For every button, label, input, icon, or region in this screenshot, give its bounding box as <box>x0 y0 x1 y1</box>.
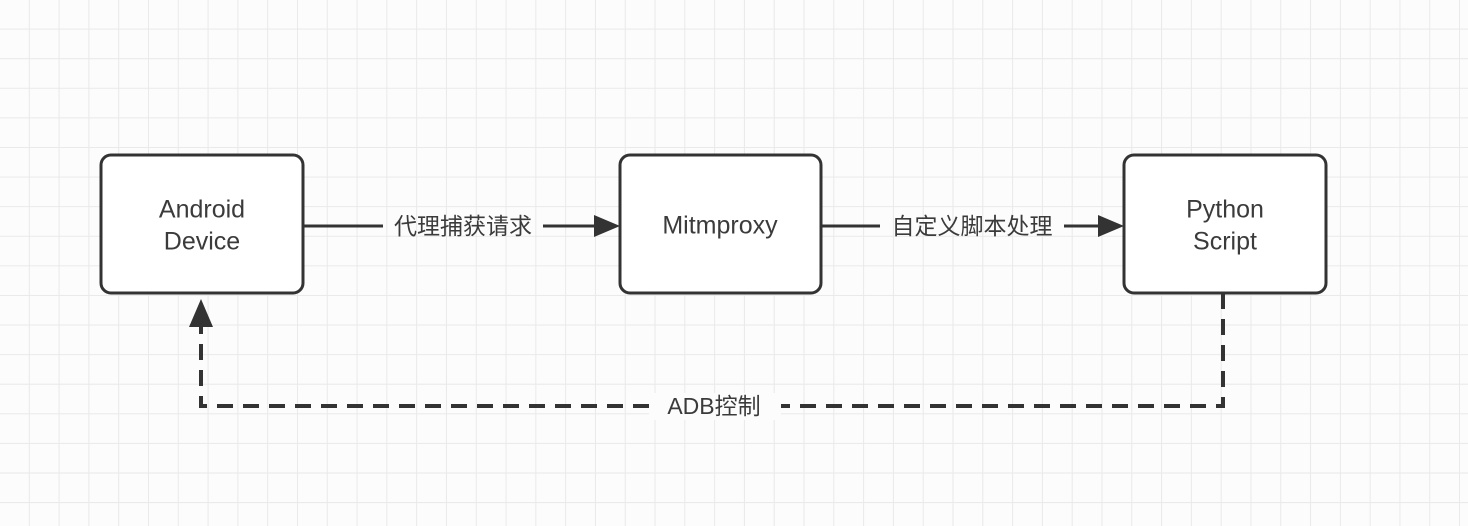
arrowhead-icon-to-android-device <box>189 299 213 327</box>
node-mitmproxy-label-line1: Mitmproxy <box>662 212 778 240</box>
node-android-device-label-line2: Device <box>164 228 240 256</box>
arrowhead-icon-to-mitmproxy <box>594 215 620 237</box>
node-python-script-shape[interactable] <box>1122 153 1328 295</box>
node-mitmproxy-shape[interactable] <box>618 153 823 295</box>
node-android-device-shape[interactable] <box>99 153 305 295</box>
node-android-device-label-line1: Android <box>159 196 245 224</box>
node-python-script-label-line1: Python <box>1186 196 1264 224</box>
node-mitmproxy[interactable]: Mitmproxy <box>618 153 823 295</box>
node-python-script[interactable]: Python Script <box>1122 153 1328 295</box>
edge-proxy-capture[interactable]: 代理捕获请求 <box>303 213 620 239</box>
edge-adb-control[interactable]: ADB控制 <box>189 293 1225 420</box>
edge-adb-control-path-left <box>199 327 649 408</box>
edge-adb-control-label-backdrop <box>649 393 781 420</box>
node-python-script-label-line2: Script <box>1193 228 1257 256</box>
node-android-device[interactable]: Android Device <box>99 153 305 295</box>
edge-proxy-capture-label: 代理捕获请求 <box>394 213 532 239</box>
arrowhead-icon-to-python-script <box>1098 215 1124 237</box>
edge-custom-script[interactable]: 自定义脚本处理 <box>821 213 1124 239</box>
edge-adb-control-label: ADB控制 <box>667 393 760 419</box>
edge-custom-script-label: 自定义脚本处理 <box>892 213 1053 239</box>
edge-adb-control-path-right <box>781 293 1225 408</box>
